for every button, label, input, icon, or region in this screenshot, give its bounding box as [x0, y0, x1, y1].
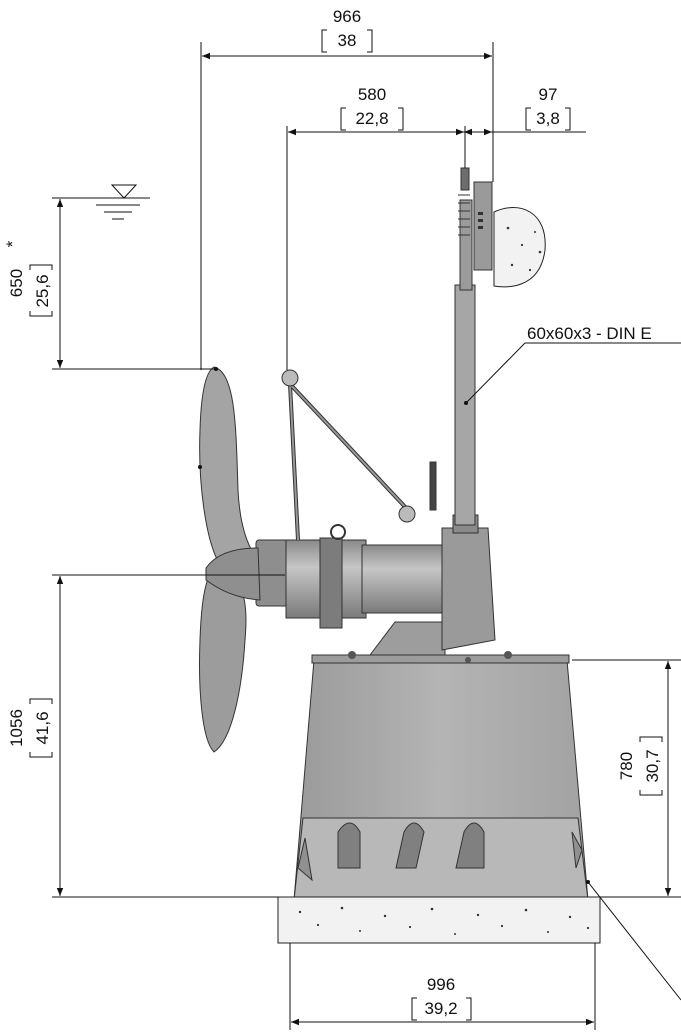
concrete-floor-hatch	[277, 896, 601, 944]
base-leader	[586, 880, 681, 1001]
profile-label: 60x60x3 - DIN E	[527, 324, 652, 343]
dim-1056-mm: 1056	[7, 709, 26, 747]
dim-780-mm: 780	[617, 752, 636, 780]
propeller-hub	[205, 547, 261, 601]
wall-bracket-teeth	[478, 212, 483, 229]
concrete-wall-hatch	[493, 207, 546, 288]
water-level-symbol	[88, 184, 148, 220]
base-bolts	[348, 651, 512, 663]
cable-gland	[429, 461, 437, 511]
mast-pole	[454, 284, 476, 526]
dim-1056: 1056 41,6	[7, 574, 285, 898]
motor-band	[319, 537, 343, 629]
dim-780-in: 30,7	[643, 749, 662, 782]
dim-996: 996 39,2	[289, 943, 596, 1030]
top-nut	[460, 167, 470, 191]
dim-1056-in: 41,6	[33, 711, 52, 744]
base-openings	[297, 822, 583, 882]
concrete	[277, 207, 601, 944]
dim-580-mm: 580	[358, 85, 386, 104]
dim-97: 97 3,8	[464, 85, 586, 168]
lifting-arm	[288, 382, 410, 541]
propeller-blade-lower	[199, 574, 247, 753]
lifting-arm-inner	[289, 383, 409, 541]
dim-996-mm: 996	[427, 975, 455, 994]
blade-markers	[198, 367, 218, 469]
lifting-eye	[330, 524, 346, 540]
motor-housing	[361, 544, 447, 614]
mast-bracket	[441, 527, 496, 651]
arm-pivot-top	[281, 369, 299, 387]
support-block	[368, 621, 446, 656]
dim-580-in: 22,8	[355, 109, 388, 128]
dim-650-mm: 650	[7, 269, 26, 297]
propeller	[199, 366, 261, 753]
profile-callout: 60x60x3 - DIN E	[464, 324, 681, 405]
dim-97-mm: 97	[539, 85, 558, 104]
concrete-speckles	[298, 226, 590, 935]
dim-97-in: 3,8	[536, 109, 560, 128]
dim-996-in: 39,2	[424, 999, 457, 1018]
dim-650: 650 * 25,6	[3, 197, 214, 370]
dim-966-in: 38	[338, 31, 357, 50]
motor-flange	[255, 539, 289, 607]
arm-pivot-end	[398, 505, 416, 523]
mast-top-tube	[459, 199, 473, 291]
dim-780: 780 30,7	[572, 659, 681, 898]
dim-650-star: *	[3, 240, 22, 247]
dim-966-mm: 966	[333, 7, 361, 26]
dim-966: 966 38	[200, 7, 494, 370]
spring-coil	[458, 194, 470, 236]
dim-580: 580 22,8	[286, 85, 464, 370]
propeller-blade-upper	[199, 366, 259, 566]
mixer-assembly	[199, 167, 589, 901]
dim-650-in: 25,6	[33, 274, 52, 307]
